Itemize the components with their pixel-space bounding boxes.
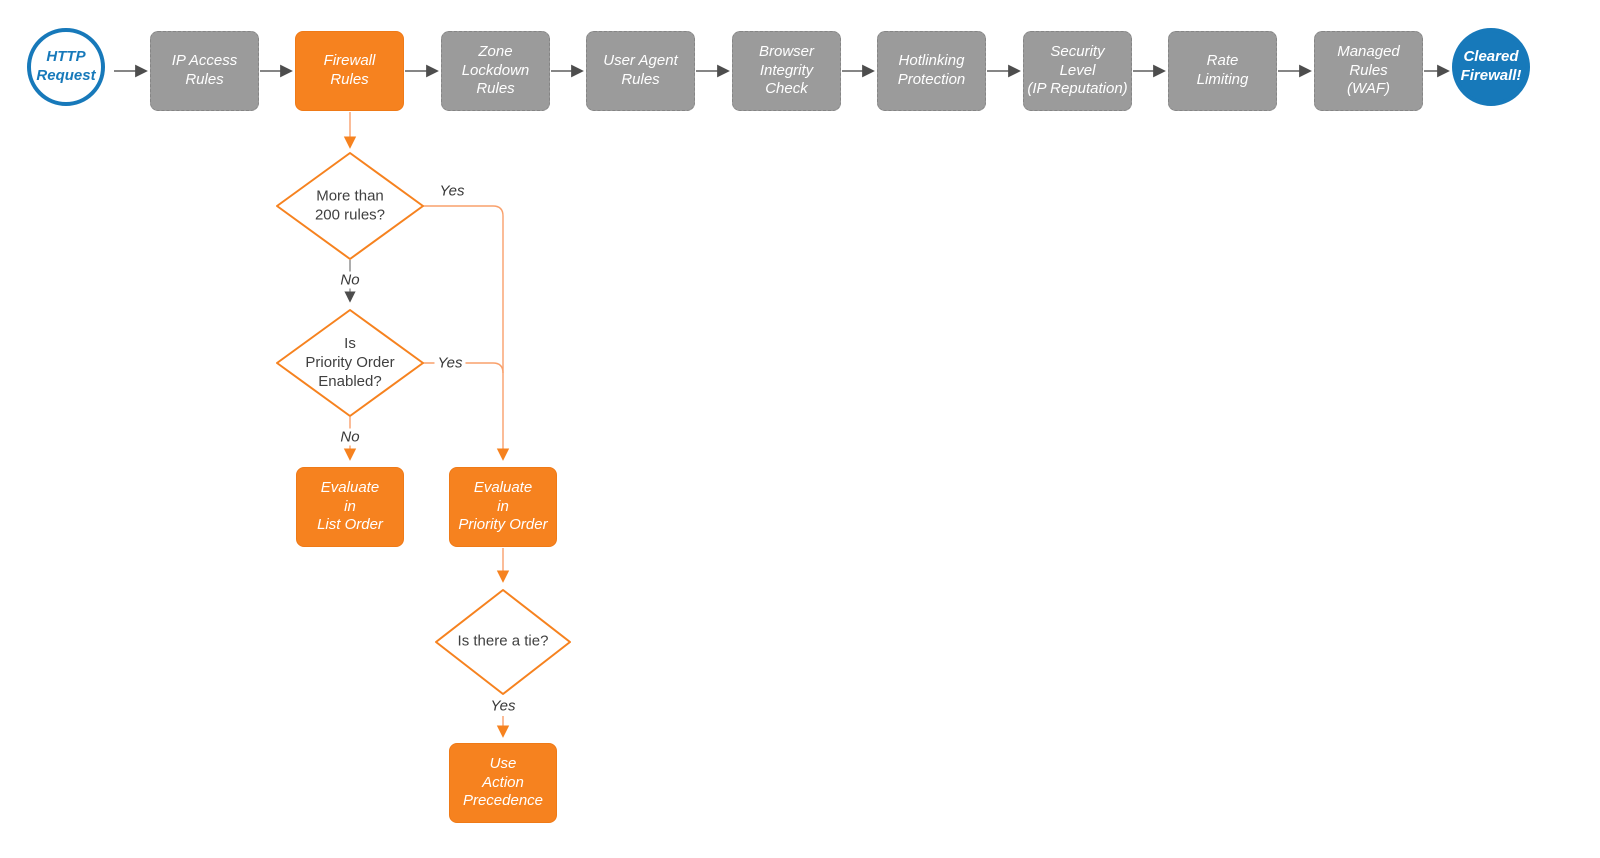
stage-user-agent-rules: User Agent Rules: [586, 31, 695, 111]
edge-label-decision1-no: No: [337, 271, 363, 289]
end-node-label: Cleared Firewall!: [1460, 48, 1522, 84]
stage-label: Firewall Rules: [323, 52, 376, 88]
start-node-http-request: HTTP Request: [27, 28, 105, 106]
edge-label-decision1-yes: Yes: [436, 182, 468, 200]
stage-label: Browser Integrity Check: [758, 42, 814, 98]
decision-diamonds: [276, 152, 571, 695]
action-label: Use Action Precedence: [462, 754, 544, 810]
decision-more-than-200-rules-label: More than 200 rules?: [314, 187, 386, 223]
start-node-label: HTTP Request: [36, 48, 96, 84]
arrow-decision2-yes: [423, 362, 504, 374]
decision-priority-order-enabled-shape: [276, 309, 424, 417]
edge-label-decision2-no: No: [337, 428, 363, 446]
action-label: Evaluate in List Order: [317, 478, 383, 534]
decision-is-there-a-tie-label: Is there a tie?: [457, 632, 549, 650]
stage-ip-access-rules: IP Access Rules: [150, 31, 259, 111]
stage-label: IP Access Rules: [171, 52, 238, 88]
end-node-cleared-firewall: Cleared Firewall!: [1452, 28, 1530, 106]
stage-label: User Agent Rules: [603, 52, 678, 88]
action-label: Evaluate in Priority Order: [458, 478, 548, 534]
stage-firewall-rules: Firewall Rules: [295, 31, 404, 111]
stage-label: Managed Rules (WAF): [1337, 42, 1400, 98]
decision-priority-order-enabled-label: Is Priority Order Enabled?: [305, 334, 395, 390]
decision-is-there-a-tie-shape: [435, 589, 571, 695]
stage-browser-integrity-check: Browser Integrity Check: [732, 31, 841, 111]
stage-label: Security Level (IP Reputation): [1027, 42, 1128, 98]
stage-rate-limiting: Rate Limiting: [1168, 31, 1277, 111]
stage-hotlinking-protection: Hotlinking Protection: [877, 31, 986, 111]
stage-zone-lockdown-rules: Zone Lockdown Rules: [441, 31, 550, 111]
stage-managed-rules-waf: Managed Rules (WAF): [1314, 31, 1423, 111]
action-evaluate-in-list-order: Evaluate in List Order: [296, 467, 404, 547]
decision-more-than-200-rules-shape: [276, 152, 424, 260]
stage-security-level: Security Level (IP Reputation): [1023, 31, 1132, 111]
stage-label: Hotlinking Protection: [897, 52, 966, 88]
arrow-decision1-yes: [423, 205, 510, 461]
stage-label: Zone Lockdown Rules: [461, 42, 530, 98]
stage-label: Rate Limiting: [1196, 52, 1249, 88]
action-evaluate-in-priority-order: Evaluate in Priority Order: [449, 467, 557, 547]
action-use-action-precedence: Use Action Precedence: [449, 743, 557, 823]
edge-label-decision3-yes: Yes: [487, 697, 519, 715]
edge-label-decision2-yes: Yes: [434, 354, 466, 372]
